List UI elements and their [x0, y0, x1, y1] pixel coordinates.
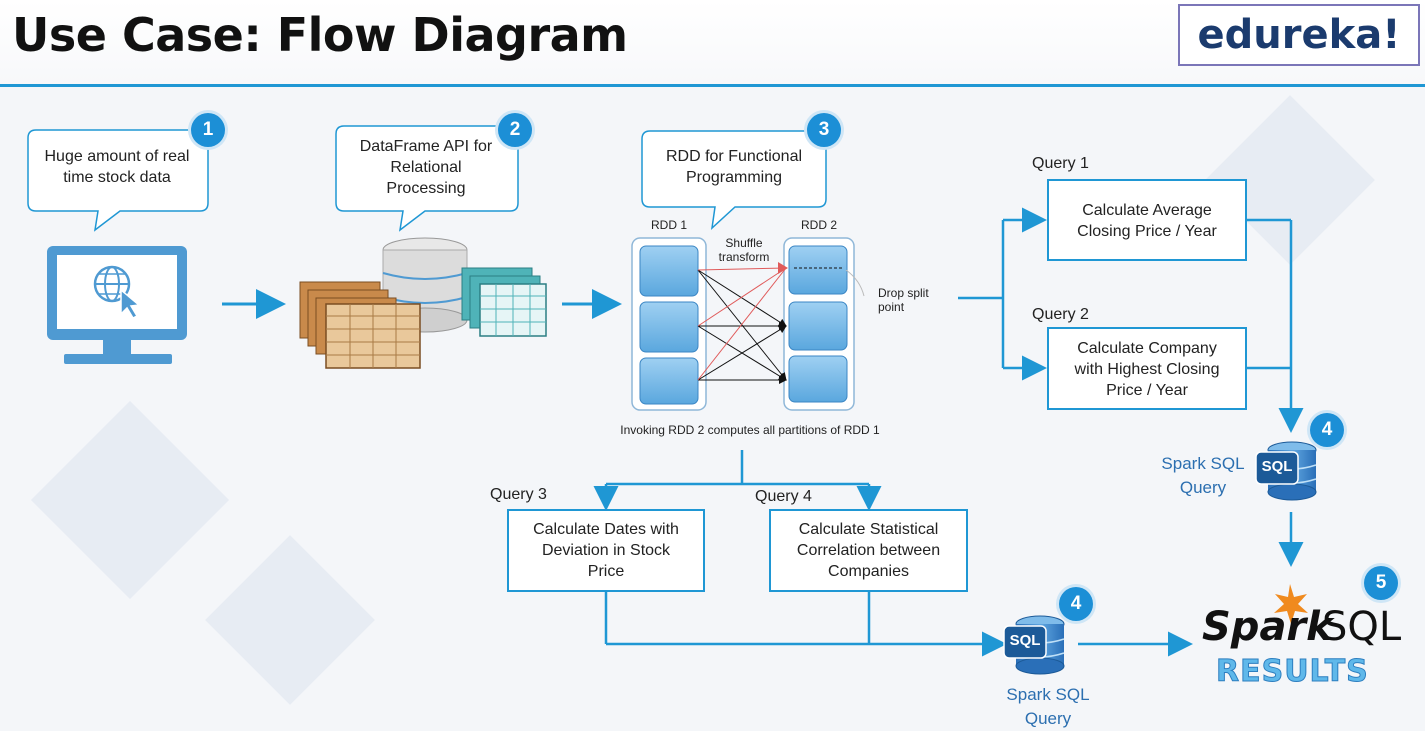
header-divider — [0, 84, 1425, 87]
query-1-box — [1047, 179, 1247, 261]
rdd-1-label: RDD 1 — [650, 218, 687, 232]
results-label: RESULTS — [1216, 654, 1369, 690]
step-badge-3: 3 — [807, 113, 841, 147]
spark-logo-text: Spark — [1202, 604, 1333, 650]
step-badge-2: 2 — [498, 113, 532, 147]
rdd-caption: Invoking RDD 2 computes all partitions o… — [620, 423, 880, 437]
dataframe-illustration — [299, 237, 547, 369]
monitor-globe-icon — [47, 246, 187, 364]
query-3-box — [507, 509, 705, 592]
query-4-label: Query 4 — [755, 488, 812, 505]
sql-logo-text: SQL — [1322, 604, 1402, 650]
sql-database-icon-right — [1255, 441, 1317, 501]
query-4-box — [769, 509, 968, 592]
page-title: Use Case: Flow Diagram — [12, 8, 628, 62]
spark-star-icon — [1274, 584, 1308, 624]
step-badge-4-bottom: 4 — [1059, 587, 1093, 621]
sql-icon-text-bottom: SQL — [1009, 632, 1041, 649]
query-2-label: Query 2 — [1032, 306, 1089, 323]
rdd-2-label: RDD 2 — [800, 218, 837, 232]
step-badge-1: 1 — [191, 113, 225, 147]
sql-database-icon-bottom — [1003, 615, 1065, 675]
step-badge-5: 5 — [1364, 566, 1398, 600]
sql-icon-text-right: SQL — [1261, 458, 1293, 475]
query-3-label: Query 3 — [490, 486, 547, 503]
query-2-box — [1047, 327, 1247, 410]
rdd-diagram — [631, 237, 865, 411]
step-badge-4-right: 4 — [1310, 413, 1344, 447]
edureka-logo: edureka! — [1178, 4, 1420, 66]
query-1-label: Query 1 — [1032, 155, 1089, 172]
